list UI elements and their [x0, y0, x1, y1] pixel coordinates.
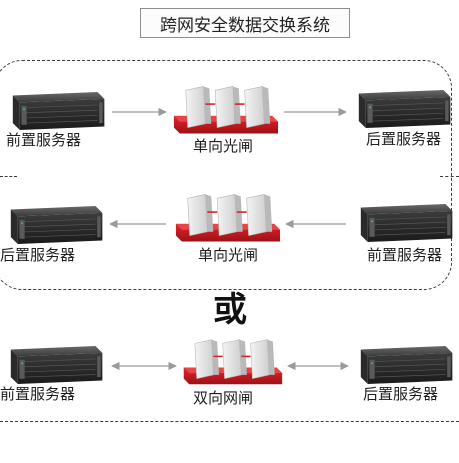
rear-server-icon [10, 206, 103, 244]
rear-server-icon [360, 346, 453, 384]
bottom-divider [0, 421, 459, 422]
right-server-label: 前置服务器 [367, 246, 443, 264]
two-way-gateway-icon [182, 338, 283, 386]
front-server-icon [12, 92, 105, 130]
rear-server-icon [358, 90, 451, 128]
one-way-gateway-icon [175, 193, 281, 242]
one-way-gateway-icon [173, 85, 279, 134]
left-server-label: 后置服务器 [0, 246, 76, 264]
right-server-label: 后置服务器 [366, 130, 442, 148]
group-divider-left [0, 176, 17, 177]
group-divider-right [440, 176, 459, 177]
left-server-label: 前置服务器 [0, 385, 76, 403]
left-server-label: 前置服务器 [6, 131, 82, 149]
gateway-label: 单向光闸 [193, 137, 254, 155]
front-server-icon [10, 346, 103, 384]
unidirectional-group-border [0, 60, 452, 290]
diagram-title: 跨网安全数据交换系统 [140, 8, 350, 38]
gateway-label: 单向光闸 [198, 246, 259, 264]
gateway-label: 双向网闸 [193, 389, 254, 407]
or-label: 或 [213, 290, 247, 330]
front-server-icon [360, 204, 453, 242]
right-server-label: 后置服务器 [363, 385, 439, 403]
